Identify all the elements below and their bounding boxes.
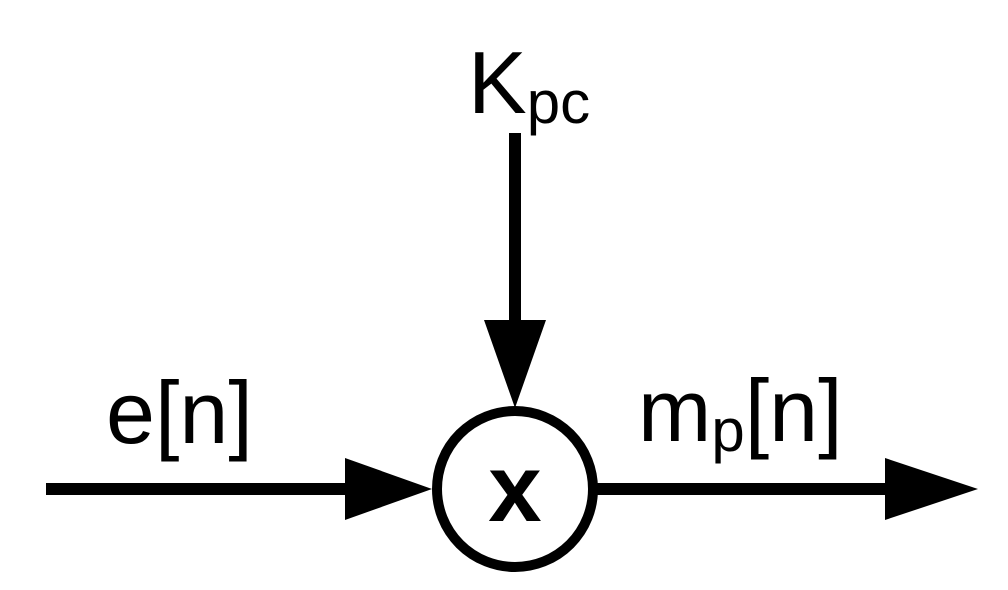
input-arrowhead [345,458,432,520]
gain-arrowhead [484,320,546,408]
output-label-main: m [638,361,711,460]
gain-label-subscript: pc [527,69,590,136]
output-label-subscript: p [711,397,744,464]
multiplier-symbol: x [488,435,541,542]
input-signal-label: e[n] [106,363,253,462]
output-arrowhead [885,458,978,520]
output-signal-label: mp[n] [638,361,843,464]
gain-label-main: K [468,33,527,132]
gain-label: Kpc [468,33,590,136]
output-label-suffix: [n] [745,361,843,460]
